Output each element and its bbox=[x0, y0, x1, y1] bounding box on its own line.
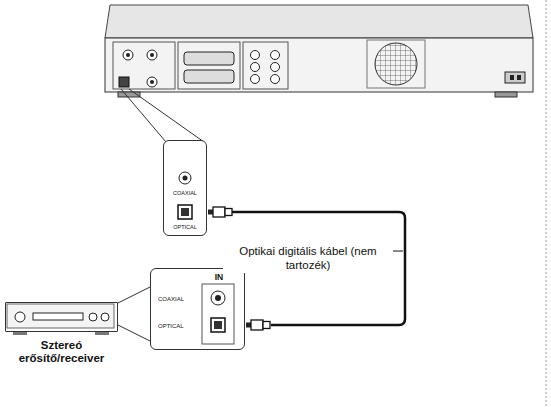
scart-connector bbox=[184, 52, 234, 65]
port-label: COAXIAL bbox=[158, 296, 184, 303]
fan-grille bbox=[375, 43, 417, 85]
node-art bbox=[150, 268, 245, 350]
component-section bbox=[243, 42, 288, 89]
knob bbox=[101, 313, 109, 321]
display bbox=[33, 313, 83, 320]
plug-boot bbox=[225, 209, 232, 216]
coaxial-port bbox=[211, 291, 225, 305]
page-edge-line bbox=[546, 0, 547, 407]
optical-port bbox=[211, 318, 225, 332]
jack-section bbox=[113, 42, 175, 89]
node-art bbox=[5, 302, 118, 332]
coaxial-port bbox=[183, 176, 188, 181]
plug-boot bbox=[263, 321, 270, 328]
component-jack bbox=[271, 63, 280, 72]
coaxial-port bbox=[150, 80, 154, 84]
callout-wedge bbox=[129, 89, 204, 142]
knob bbox=[89, 313, 97, 321]
component-jack bbox=[271, 75, 280, 84]
fan-frame bbox=[367, 40, 425, 88]
node-art bbox=[163, 140, 207, 236]
audio-jack bbox=[150, 53, 154, 57]
coaxial-port bbox=[179, 172, 191, 184]
amplifier-front bbox=[7, 304, 114, 328]
optical-port bbox=[119, 77, 129, 87]
plug-body bbox=[251, 320, 263, 330]
callout-wedge bbox=[121, 89, 166, 142]
callout-wedge bbox=[112, 286, 152, 306]
port-inset: COAXIAL OPTICAL bbox=[163, 140, 207, 236]
input-heading: IN bbox=[215, 273, 224, 282]
scart-connector bbox=[184, 70, 234, 83]
device-foot bbox=[495, 92, 517, 97]
port-label: OPTICAL bbox=[158, 323, 184, 330]
component-jack bbox=[251, 63, 260, 72]
scart-section bbox=[178, 42, 240, 89]
port-label: OPTICAL bbox=[173, 224, 197, 230]
amplifier: Sztereó erősítő/receiver bbox=[5, 302, 118, 332]
coaxial-port bbox=[215, 295, 221, 301]
component-jack bbox=[271, 51, 280, 60]
plug-body bbox=[213, 207, 225, 217]
component-jack bbox=[251, 75, 260, 84]
device-rear-panel bbox=[105, 38, 533, 92]
amplifier-inset: IN COAXIAL OPTICAL bbox=[150, 268, 245, 350]
optical-port bbox=[178, 205, 192, 219]
port-label: COAXIAL bbox=[173, 190, 197, 196]
optical-port bbox=[214, 321, 222, 329]
optical-port bbox=[181, 208, 189, 216]
foot bbox=[13, 332, 27, 335]
audio-jack bbox=[123, 50, 133, 60]
device-name: Sztereó erősítő/receiver bbox=[1, 339, 123, 364]
plug-tip bbox=[208, 210, 213, 215]
coaxial-port bbox=[147, 77, 157, 87]
audio-jack bbox=[147, 50, 157, 60]
power-socket bbox=[510, 75, 514, 80]
component-jack bbox=[251, 51, 260, 60]
power-socket bbox=[505, 72, 525, 83]
port-frame bbox=[202, 284, 234, 344]
plug-tip bbox=[246, 322, 251, 327]
audio-jack bbox=[126, 53, 130, 57]
knob bbox=[15, 312, 25, 322]
power-socket bbox=[517, 75, 521, 80]
device-top bbox=[105, 5, 533, 38]
foot bbox=[95, 332, 109, 335]
callout-wedge bbox=[112, 322, 152, 342]
cable-label: Optikai digitális kábel (nem tartozék) bbox=[223, 245, 393, 273]
